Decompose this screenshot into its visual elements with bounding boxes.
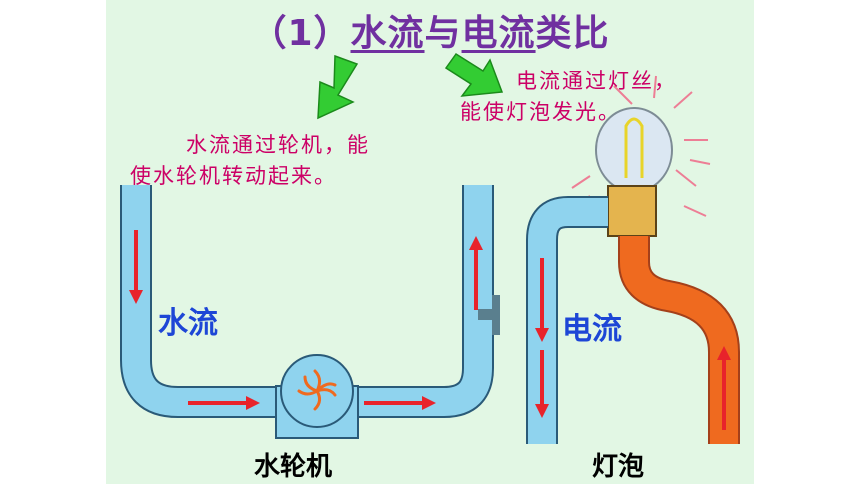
current-note-line2: 能使灯泡发光。 — [460, 100, 621, 124]
water-flow-arrows — [129, 230, 483, 410]
page-title: （1）水流与电流类比 — [106, 4, 754, 56]
water-turbine-icon — [275, 354, 359, 439]
electric-current-label: 电流 — [562, 312, 622, 347]
current-note: 电流通过灯丝， 能使灯泡发光。 — [460, 66, 677, 128]
title-prefix: （1） — [250, 13, 351, 54]
orange-wire — [618, 236, 740, 444]
pointer-arrow-right — [444, 52, 504, 97]
valve-icon — [478, 295, 500, 335]
current-note-line1: 电流通过灯丝， — [516, 69, 677, 93]
title-water: 水流 — [350, 13, 425, 54]
water-pipe — [120, 185, 494, 418]
current-flow-arrows — [535, 258, 731, 430]
title-suffix: 类比 — [535, 13, 610, 54]
title-connector: 与 — [424, 13, 462, 54]
water-flow-label: 水流 — [158, 306, 218, 341]
water-note-line1: 水流通过轮机，能 — [186, 133, 370, 157]
blue-wire — [526, 196, 608, 444]
bulb-icon — [567, 75, 711, 237]
title-current: 电流 — [461, 13, 536, 54]
water-note: 水流通过轮机，能 使水轮机转动起来。 — [130, 130, 370, 192]
water-note-line2: 使水轮机转动起来。 — [130, 164, 337, 188]
pointer-arrow-left — [317, 54, 359, 120]
analogy-illustration — [120, 52, 740, 444]
water-turbine-label: 水轮机 — [254, 452, 333, 482]
slide-canvas: （1）水流与电流类比 水流通过轮机，能 使水轮机转动起来。 电流通过灯丝， 能使… — [106, 0, 754, 484]
bulb-label: 灯泡 — [592, 452, 645, 482]
